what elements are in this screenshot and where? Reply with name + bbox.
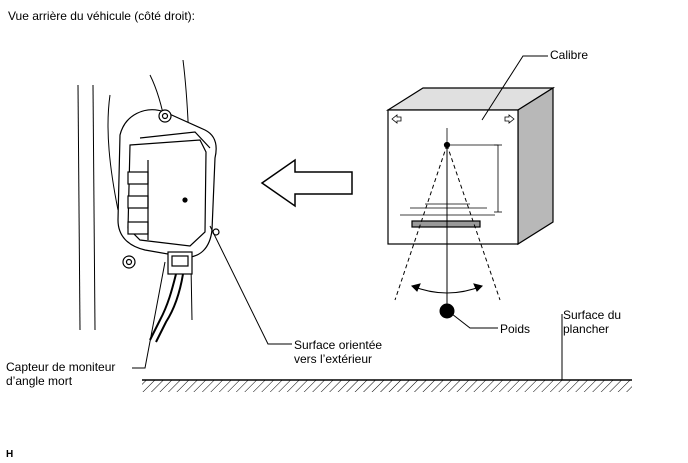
- label-surface-exterieur-line2: vers l’extérieur: [294, 352, 373, 366]
- label-surface-plancher-line2: plancher: [563, 322, 610, 336]
- direction-arrow: [260, 158, 353, 208]
- label-calibre: Calibre: [550, 48, 589, 62]
- page-title: Vue arrière du véhicule (côté droit):: [8, 9, 195, 23]
- leader-lines: [132, 55, 563, 380]
- corner-mark: H: [6, 449, 14, 460]
- label-surface-exterieur: Surface orientée vers l’extérieur: [294, 338, 382, 366]
- label-surface-plancher: Surface du plancher: [563, 308, 621, 336]
- label-surface-exterieur-line1: Surface orientée: [294, 338, 383, 352]
- label-surface-plancher-line1: Surface du: [563, 308, 622, 322]
- label-capteur-line1: Capteur de moniteur: [6, 360, 116, 374]
- floor-surface: [142, 379, 632, 392]
- label-capteur: Capteur de moniteur d’angle mort: [6, 360, 115, 388]
- pendulum: [394, 144, 501, 319]
- blind-spot-sensor: [117, 109, 220, 343]
- label-poids: Poids: [500, 322, 531, 336]
- gauge-box: [385, 86, 556, 246]
- label-capteur-line2: d’angle mort: [6, 374, 73, 388]
